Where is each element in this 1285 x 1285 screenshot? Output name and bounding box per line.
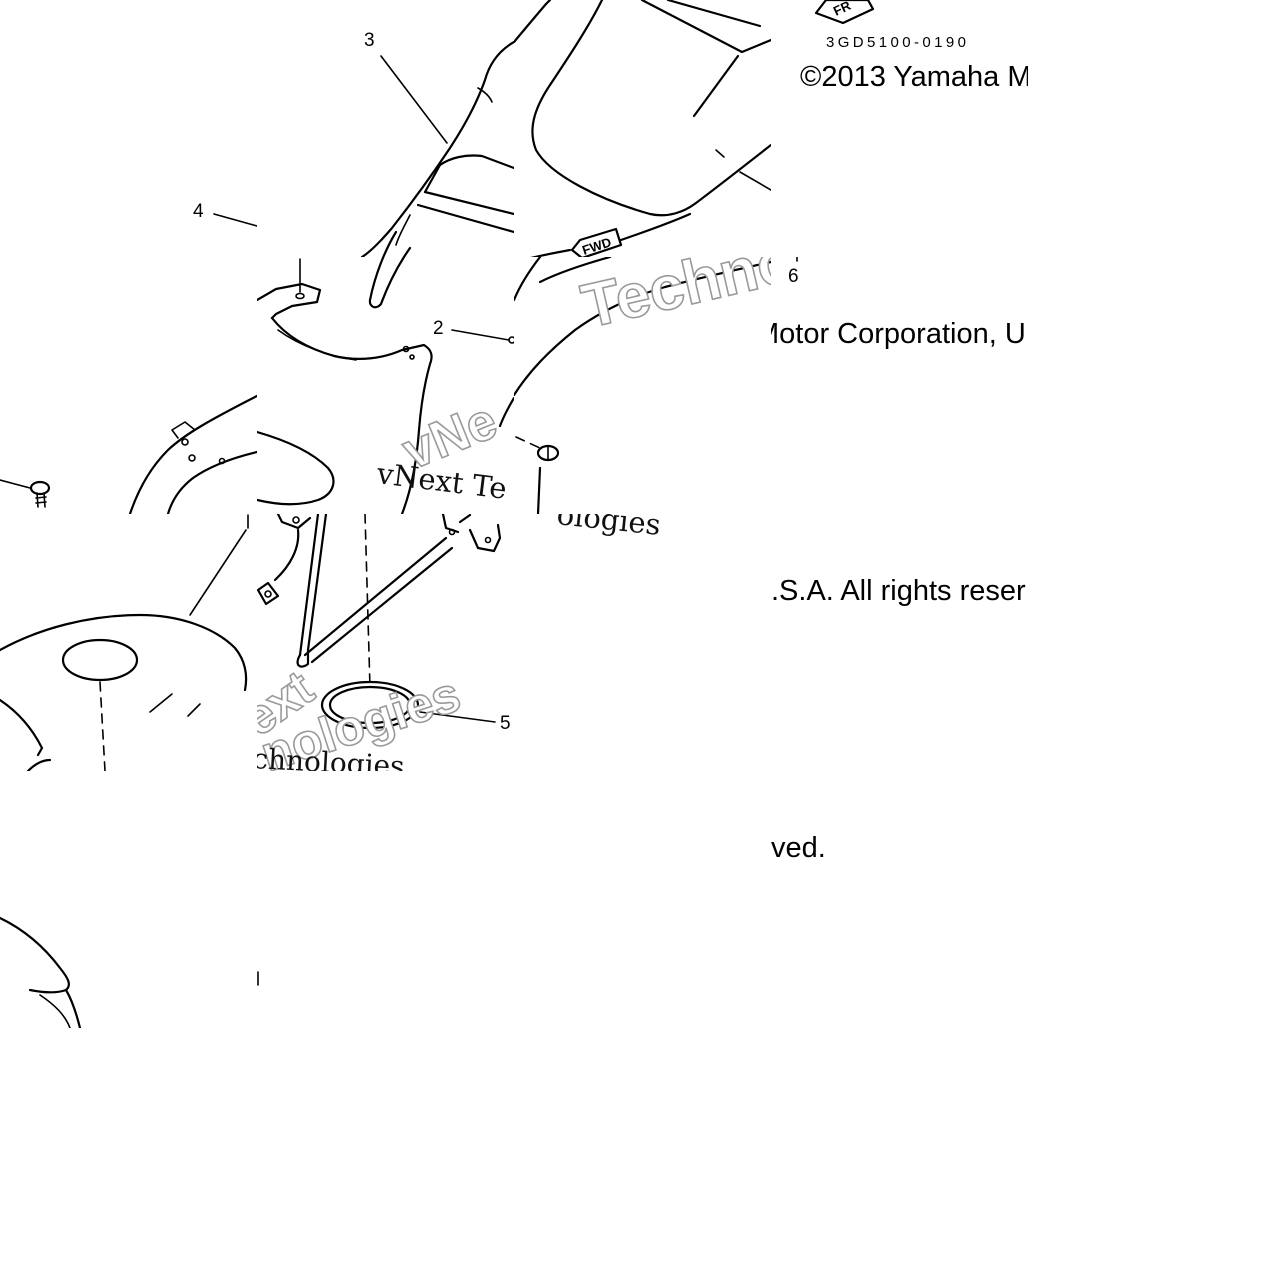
stay-clip-hole xyxy=(264,590,272,598)
part-number: 3GD5100-0190 xyxy=(826,34,969,51)
seat-cover-panel-top xyxy=(438,154,514,170)
frame-inner-edge xyxy=(166,450,257,514)
frame-hole xyxy=(218,457,226,465)
seat-cover-contour xyxy=(395,214,411,246)
seat-lower-edge xyxy=(619,212,692,242)
callout-5: 5 xyxy=(500,713,511,734)
callout-2: 2 xyxy=(433,318,444,339)
copyright-line-1: ©2013 Yamaha M xyxy=(800,61,1032,93)
leader-line-2 xyxy=(451,329,510,341)
gasket-axis xyxy=(364,514,371,689)
bolt-thread xyxy=(35,492,47,508)
seat-cover-stripe xyxy=(423,190,514,216)
fuel-tank-lower-outline xyxy=(0,916,70,994)
bolt-head-icon xyxy=(29,480,51,496)
seat-cover-stripe xyxy=(416,203,514,234)
seat-lower-edge xyxy=(530,248,572,257)
front-tag xyxy=(814,0,875,25)
cover-plate-inner-edge xyxy=(277,329,357,361)
leader-line-1 xyxy=(189,529,247,616)
seat-cover-tongue xyxy=(368,257,406,309)
cover-plate-lower-curve xyxy=(257,430,335,506)
gasket-ring-outer xyxy=(320,680,420,730)
seat-panel-stripe xyxy=(666,0,762,28)
stay-bracket-hole xyxy=(292,516,300,524)
fuel-tank-top-outline xyxy=(0,613,248,692)
leader-line-bolt xyxy=(0,479,31,489)
stay-hook xyxy=(296,648,310,668)
frame-outer-edge xyxy=(128,394,257,514)
cover-bracket-hole xyxy=(295,292,305,300)
leader-line-5 xyxy=(419,711,496,723)
copyright-line-4: ved. xyxy=(771,832,826,864)
fuel-tank-contour xyxy=(0,698,44,757)
callout-3: 3 xyxy=(364,30,375,51)
fuel-tank-shading xyxy=(149,693,173,713)
leader-end-2 xyxy=(508,336,514,344)
seat-cover-contour xyxy=(477,87,493,103)
leader-line-4 xyxy=(213,213,257,227)
callout-6: 6 xyxy=(788,266,799,287)
tile-r1-c3: 6 Motor Corporation, U xyxy=(755,257,1026,350)
fwd-tag xyxy=(570,227,623,257)
cover-plate-hole xyxy=(409,354,415,360)
seat-panel-edge xyxy=(739,171,771,191)
tile-r2-c3: .S.A. All rights reser xyxy=(771,575,1026,607)
gasket-ring-inner xyxy=(328,685,412,725)
callout-4: 4 xyxy=(193,201,204,222)
stay-bracket-top xyxy=(276,514,312,530)
seat-cover-panel-side xyxy=(423,163,442,194)
frame-edge xyxy=(514,257,542,302)
seat-panel-stripe xyxy=(640,0,771,54)
fuel-tank-shading xyxy=(187,703,201,717)
frame-edge xyxy=(538,257,612,284)
stay-wire xyxy=(273,528,300,582)
fuel-cap-opening xyxy=(61,638,139,682)
seat-panel-edge xyxy=(692,54,740,118)
stay-clip xyxy=(257,581,280,606)
fuel-tank-lower-outline xyxy=(64,988,82,1028)
frame-main-rail xyxy=(514,260,771,397)
seat-cover-outer-edge xyxy=(514,0,552,44)
stay-bracket-hole xyxy=(448,528,456,536)
leader-line-3 xyxy=(380,55,448,144)
stay-bracket-hole xyxy=(484,536,492,544)
stay-bracket-right xyxy=(468,523,502,553)
bolt-axis-line xyxy=(536,466,542,514)
tile-r0-c1: 3 xyxy=(360,30,514,257)
stay-arm xyxy=(306,514,328,652)
seat-panel-tick xyxy=(715,149,725,158)
cover-bracket-tab xyxy=(257,282,322,320)
tile-r1-c0 xyxy=(0,394,257,514)
cover-plate-hole xyxy=(402,345,410,353)
tile-r0-c0: 4 xyxy=(193,201,257,227)
tile-r0-c2: FWD xyxy=(514,0,771,257)
frame-hole xyxy=(188,454,196,462)
stay-arm xyxy=(298,514,320,657)
stay-arm-diagonal xyxy=(310,546,454,664)
tile-r3-c3: ved. xyxy=(771,832,826,864)
tile-r0-c3: FR 3GD5100-0190 ©2013 Yamaha M xyxy=(800,0,1032,93)
copyright-line-3: .S.A. All rights reser xyxy=(771,575,1026,607)
frame-edge xyxy=(498,396,514,428)
fuel-tank-contour xyxy=(39,994,71,1028)
frame-hole xyxy=(181,438,189,446)
seat-cover-outer-edge xyxy=(360,40,514,257)
fwd-tag-label: FWD xyxy=(580,234,613,257)
tile-r2-c0 xyxy=(0,514,249,771)
fuel-tank-contour xyxy=(26,758,52,771)
leader-line-bolt xyxy=(515,436,541,449)
stay-bracket-right xyxy=(458,514,472,524)
seat-panel-outline xyxy=(531,0,771,217)
copyright-line-2: Motor Corporation, U xyxy=(755,318,1026,350)
frame-tab xyxy=(171,421,196,439)
stay-arm-diagonal xyxy=(303,536,448,657)
tile-r3-c0 xyxy=(0,916,82,1028)
